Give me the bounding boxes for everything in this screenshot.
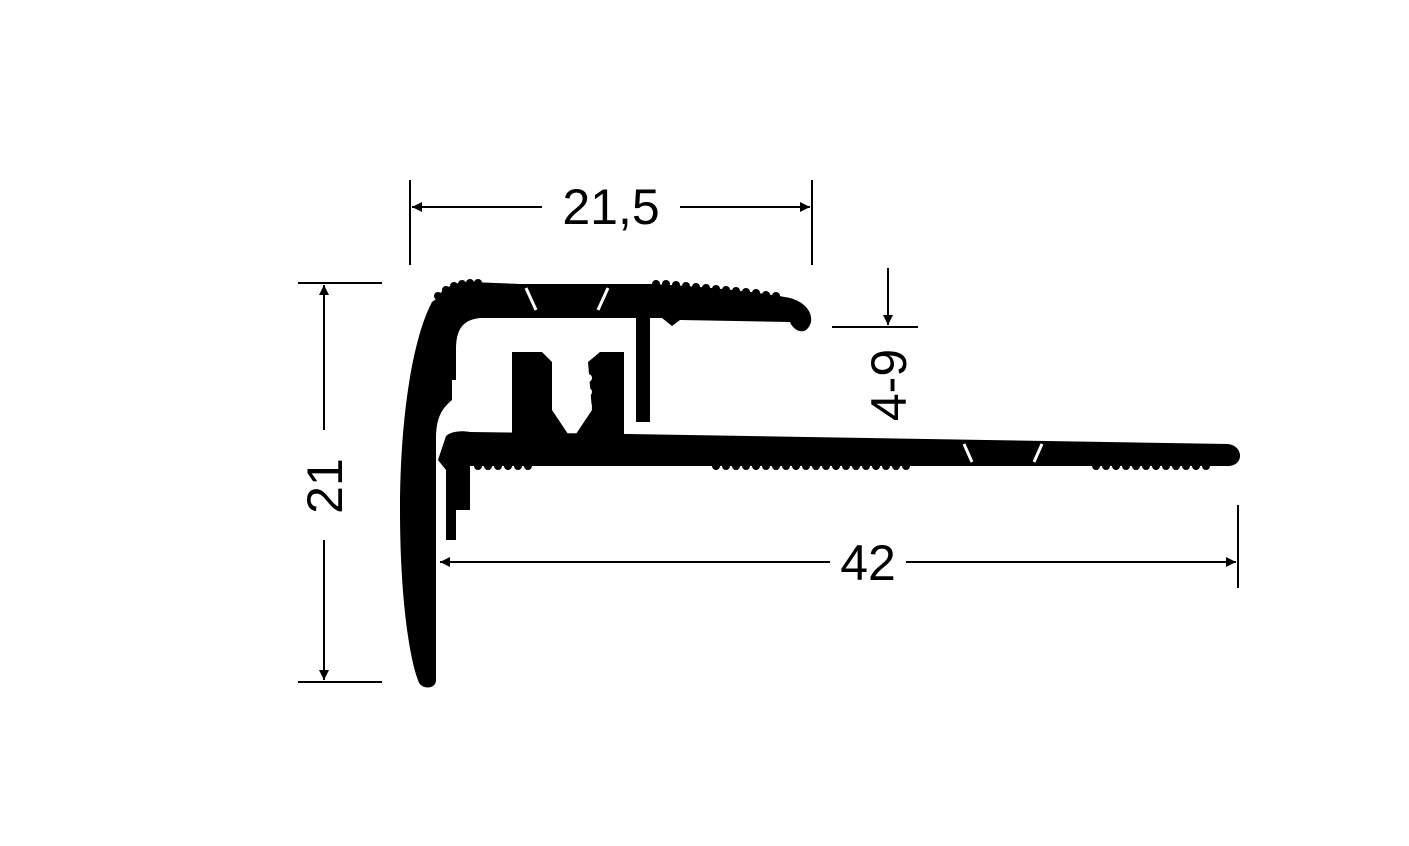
base-underside-ribs — [474, 462, 1210, 470]
clip-teeth — [552, 374, 592, 410]
dimension-top-width — [409, 180, 813, 265]
top-groove-marks — [524, 287, 610, 311]
dimension-height — [298, 282, 382, 683]
dimension-bottom-width — [440, 505, 1239, 588]
dimension-label-top-width: 21,5 — [562, 179, 659, 235]
profile-clip-insert — [512, 352, 624, 440]
base-groove-marks — [962, 443, 1044, 463]
dimension-adjust-range — [832, 268, 918, 328]
dimension-label-bottom-width: 42 — [840, 535, 896, 591]
profile-base-flange — [438, 431, 1240, 540]
dimension-label-adjust-range: 4-9 — [861, 349, 917, 421]
dimension-label-height: 21 — [297, 458, 353, 514]
profile-top-tread — [436, 282, 812, 422]
aluminium-profile — [400, 279, 1240, 688]
profile-nose-leg — [400, 296, 470, 688]
top-tread-ribs — [434, 279, 780, 300]
